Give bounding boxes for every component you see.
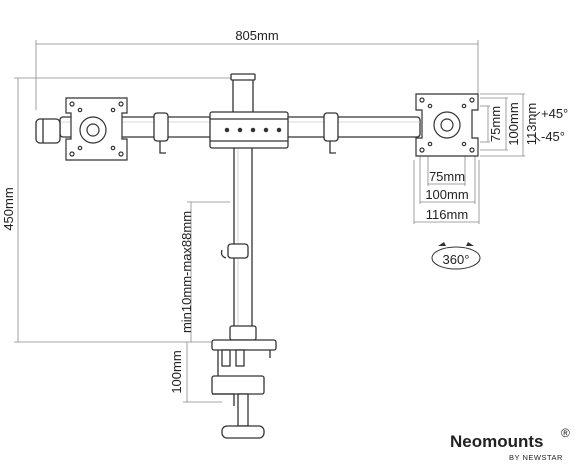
brand-name: Neomounts (450, 432, 544, 451)
brand-sub: BY NEWSTAR (509, 453, 563, 462)
pole (209, 73, 289, 439)
width-label: 805mm (235, 28, 278, 43)
plate-height-label: 113mm (524, 103, 539, 145)
clamp-range-label: min10mm-max88mm (179, 211, 194, 333)
clamp-height-label: 100mm (169, 350, 184, 393)
rotation-label: 360° (443, 252, 470, 267)
rotation-icon (431, 242, 481, 270)
vesa-plate-right (415, 93, 479, 157)
tilt-down-label: -45° (541, 129, 565, 144)
brand-registered: ® (561, 426, 570, 440)
plate-width-label: 116mm (426, 207, 468, 222)
vesa-plate-left (65, 97, 128, 161)
vesa-h-100-label: 100mm (425, 187, 468, 202)
vesa-v-75-label: 75mm (488, 106, 503, 142)
vesa-h-75-label: 75mm (429, 169, 465, 184)
tilt-up-label: +45° (541, 106, 568, 121)
vesa-v-100-label: 100mm (506, 102, 521, 145)
brand-logo: Neomounts ® BY NEWSTAR (450, 426, 570, 462)
tilt-arrows-icon (533, 111, 541, 142)
height-label: 450mm (1, 187, 16, 230)
